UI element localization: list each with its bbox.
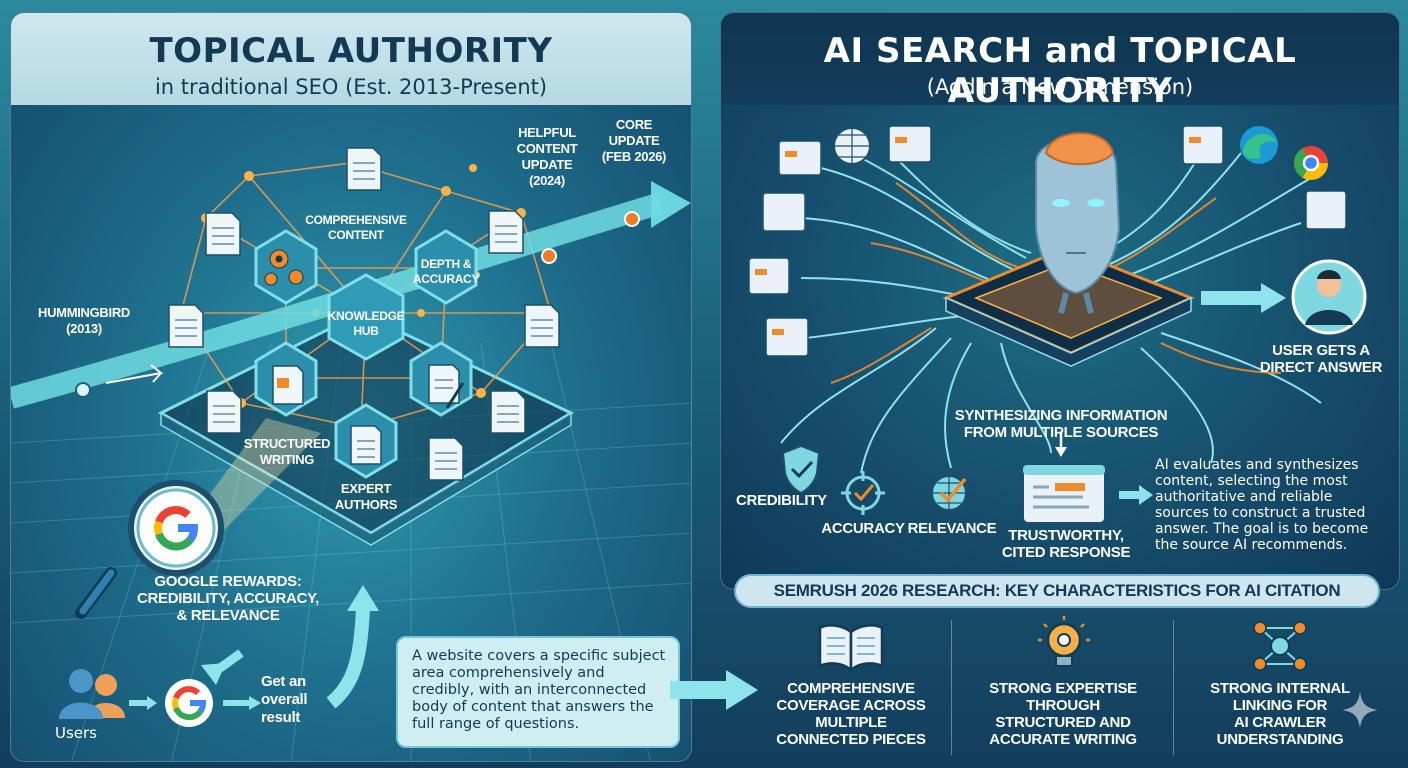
users-label: Users	[54, 724, 97, 742]
helpful-marker	[541, 248, 557, 264]
doc-lines	[175, 162, 553, 470]
gears-icon	[264, 249, 304, 286]
left-header: TOPICAL AUTHORITY in traditional SEO (Es…	[11, 13, 691, 105]
research-banner: SEMRUSH 2026 RESEARCH: KEY CHARACTERISTI…	[734, 574, 1380, 608]
users-icon	[59, 669, 125, 719]
google-rewards-label: GOOGLE REWARDS:CREDIBILITY, ACCURACY,& R…	[136, 573, 320, 624]
response-window-icon	[1022, 464, 1106, 524]
shield-icon	[781, 444, 821, 495]
ai-robot-head	[1035, 132, 1121, 314]
website-description-box: A website covers a specific subject area…	[396, 636, 680, 748]
hex-hub	[327, 273, 405, 361]
credibility-label: CREDIBILITY	[736, 492, 827, 509]
user-avatar-icon	[1291, 259, 1367, 335]
right-title: AI SEARCH and TOPICAL AUTHORITY	[823, 31, 1297, 111]
target-check-icon	[841, 471, 885, 515]
source-accent-bars	[755, 137, 1201, 335]
left-title: TOPICAL AUTHORITY	[149, 31, 553, 71]
right-panel: AI SEARCH and TOPICAL AUTHORITY (Addin a…	[720, 12, 1400, 590]
up-arrow	[326, 607, 370, 709]
sparkle-icon	[1342, 692, 1378, 728]
pencil-icon	[445, 382, 465, 409]
accuracy-label: ACCURACY	[821, 520, 905, 537]
chrome-browser-icon	[1294, 146, 1328, 180]
magnifier-icon	[75, 480, 224, 619]
lightbulb-gear-icon	[1038, 616, 1090, 667]
orange-lines	[830, 182, 1282, 384]
hex-depth	[414, 229, 478, 305]
relevance-label: RELEVANCE	[907, 520, 997, 537]
core-marker	[624, 211, 640, 227]
open-book-icon	[818, 624, 884, 673]
network-links-icon	[1253, 621, 1307, 671]
left-network-graphic	[11, 147, 691, 761]
source-window-icons	[748, 125, 1347, 357]
right-subtitle: (Addin a New Dimension)	[926, 75, 1194, 99]
response-label: TRUSTWORTHY,CITED RESPONSE	[1001, 527, 1131, 561]
depth-accuracy-label: DEPTH &ACCURACY	[412, 257, 480, 286]
research-divider	[951, 620, 952, 755]
hummingbird-label: HUMMINGBIRD(2013)	[37, 305, 131, 336]
bridge-arrow	[670, 670, 758, 710]
timeline-arrow	[11, 192, 665, 409]
right-header: AI SEARCH and TOPICAL AUTHORITY (Addin a…	[721, 13, 1399, 111]
ai-network-graphic	[748, 125, 1367, 524]
left-panel: TOPICAL AUTHORITY in traditional SEO (Es…	[10, 12, 692, 762]
left-subtitle: in traditional SEO (Est. 2013-Present)	[154, 75, 548, 99]
google-logo-small	[165, 679, 213, 727]
hummingbird-marker	[75, 382, 91, 398]
globe-check-icon	[931, 475, 967, 511]
ai-description: AI evaluates and synthesizes content, se…	[1155, 457, 1369, 553]
google-logo-large	[153, 505, 198, 551]
doc-chart-icon	[277, 378, 289, 388]
research-divider	[1173, 620, 1174, 755]
